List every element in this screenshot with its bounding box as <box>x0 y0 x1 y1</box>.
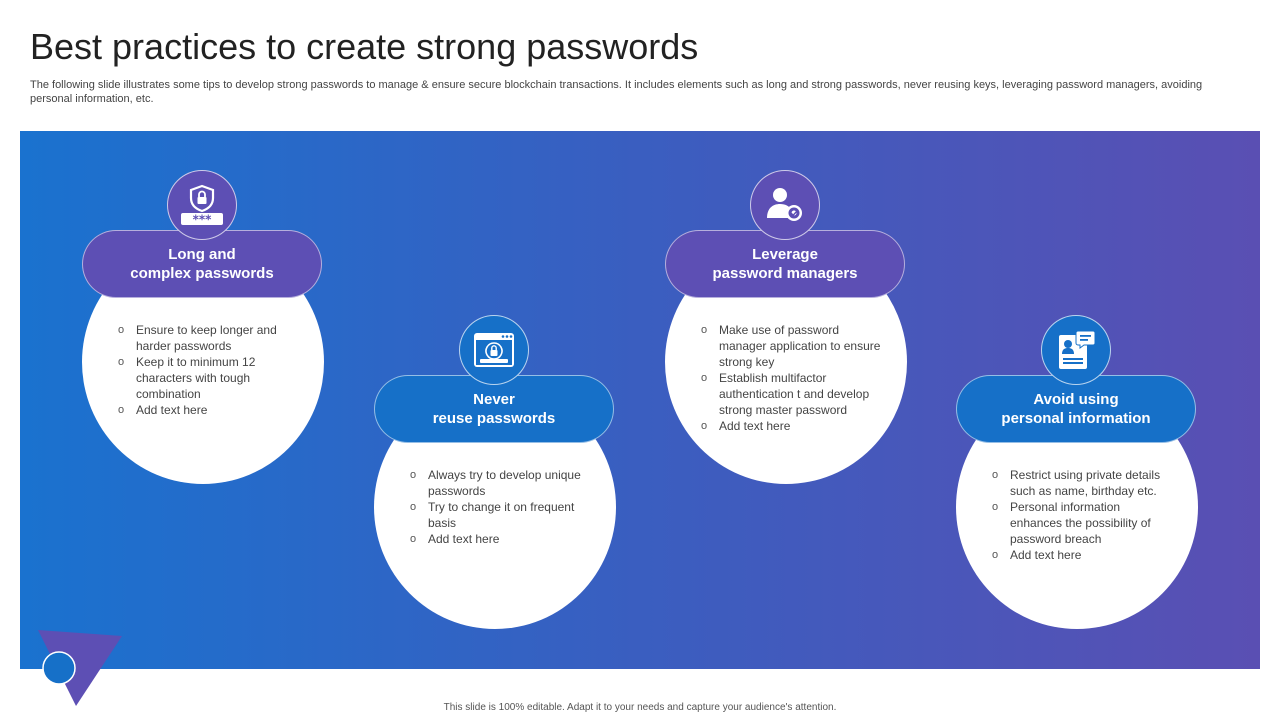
list-item: Establish multifactor authentication t a… <box>701 370 881 418</box>
list-item: Personal information enhances the possib… <box>992 499 1172 547</box>
list-item: Add text here <box>701 418 881 434</box>
slide-subtitle: The following slide illustrates some tip… <box>30 79 1203 105</box>
card-bullet-list: Ensure to keep longer and harder passwor… <box>118 322 298 418</box>
svg-text:***: *** <box>193 213 213 227</box>
browser-lock-icon <box>459 315 529 385</box>
list-item: Try to change it on frequent basis <box>410 499 590 531</box>
list-item: Add text here <box>118 402 298 418</box>
card-heading: Never reuse passwords <box>374 375 614 443</box>
list-item: Always try to develop unique passwords <box>410 467 590 499</box>
password-shield-icon: *** <box>167 170 237 240</box>
list-item: Ensure to keep longer and harder passwor… <box>118 322 298 354</box>
user-settings-icon <box>750 170 820 240</box>
slide-title: Best practices to create strong password… <box>30 26 699 67</box>
card-bullet-list: Always try to develop unique passwords T… <box>410 467 590 547</box>
list-item: Keep it to minimum 12 characters with to… <box>118 354 298 402</box>
card-heading: Long and complex passwords <box>82 230 322 298</box>
slide-footer: This slide is 100% editable. Adapt it to… <box>443 702 837 713</box>
card-bullet-list: Restrict using private details such as n… <box>992 467 1172 563</box>
list-item: Add text here <box>410 531 590 547</box>
card-heading: Leverage password managers <box>665 230 905 298</box>
card-bullet-list: Make use of password manager application… <box>701 322 881 434</box>
card-heading: Avoid using personal information <box>956 375 1196 443</box>
decorative-triangle-shape <box>38 630 122 706</box>
list-item: Restrict using private details such as n… <box>992 467 1172 499</box>
profile-document-icon <box>1041 315 1111 385</box>
list-item: Make use of password manager application… <box>701 322 881 370</box>
list-item: Add text here <box>992 547 1172 563</box>
